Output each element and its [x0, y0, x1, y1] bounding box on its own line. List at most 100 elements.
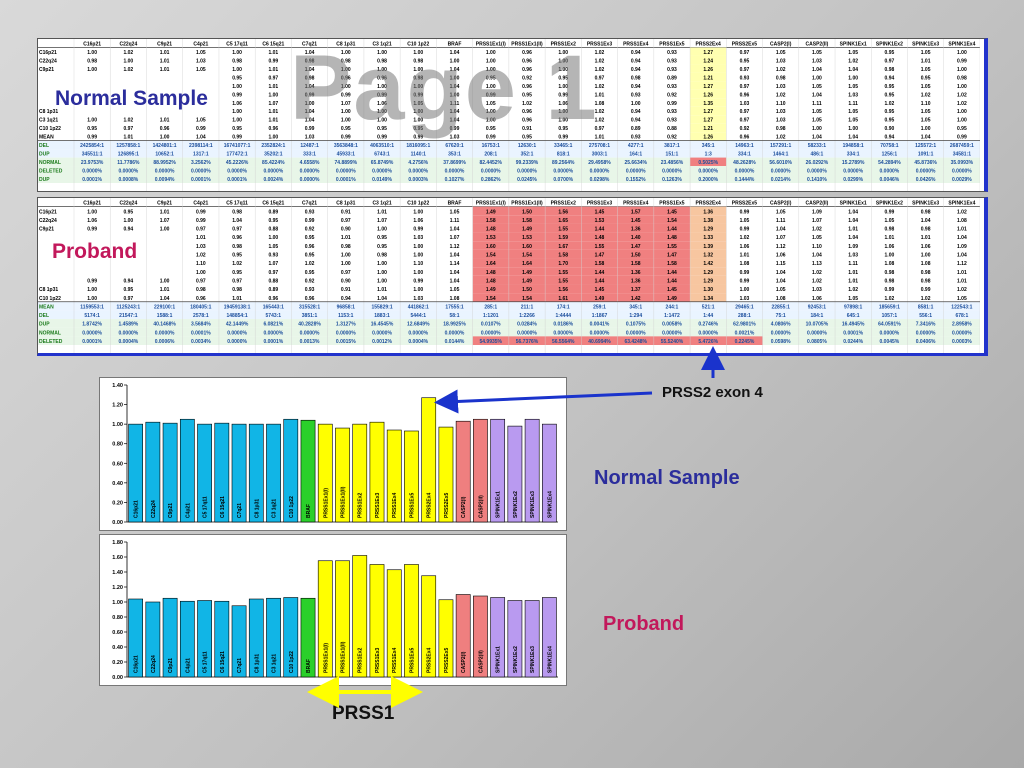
table-cell: 0.96	[522, 50, 532, 56]
column-header: C9p21	[157, 201, 172, 207]
table-cell: 0.98	[341, 58, 351, 64]
table-cell: 0.98	[232, 58, 242, 64]
table-cell: 0.2862%	[481, 177, 501, 183]
table-cell: 1.06	[377, 101, 387, 107]
bar	[352, 423, 368, 523]
table-cell: 0.0000%	[626, 169, 646, 175]
y-tick-label: 0.40	[112, 481, 123, 487]
table-cell: 0.94	[631, 109, 641, 115]
table-cell: 0.93	[740, 75, 750, 81]
table-cell: 0.98	[885, 67, 895, 73]
table-cell: 0.0058%	[662, 322, 682, 328]
highlight-cell	[508, 293, 546, 302]
table-cell: 1.06	[87, 218, 97, 224]
table-cell: 0.93	[667, 84, 677, 90]
table-cell: 0.94	[631, 67, 641, 73]
table-cell: 0.0000%	[408, 330, 428, 336]
table-cell: 0.95	[885, 118, 895, 124]
table-cell: 1.11	[848, 101, 858, 107]
table-cell: 1.01	[268, 109, 278, 115]
highlight-cell	[617, 267, 654, 276]
table-cell: 0.95	[740, 58, 750, 64]
column-header: PRSS1Ex1(II)	[511, 41, 543, 47]
table-cell: 1.08	[450, 296, 460, 302]
highlight-cell	[545, 241, 582, 250]
bar	[214, 422, 230, 523]
table-cell: 1.00	[957, 109, 967, 115]
table-cell: 0.94	[341, 296, 351, 302]
table-cell: 0.0000%	[191, 169, 211, 175]
table-cell: 3.5684%	[191, 322, 211, 328]
table-cell: 288:1	[738, 313, 751, 319]
table-cell: 1.03	[413, 296, 423, 302]
table-cell: 1.00	[377, 118, 387, 124]
table-cell: 1.02	[595, 84, 605, 90]
table-cell: 1.04	[776, 227, 786, 233]
table-cell: 1.29	[703, 278, 713, 284]
table-cell: 1.00	[413, 209, 423, 215]
table-cell: 14963:1	[735, 143, 754, 149]
table-cell: 0.0214%	[771, 177, 791, 183]
column-header: SPINK1Ex3	[912, 41, 939, 47]
table-cell: 1.06	[740, 244, 750, 250]
table-cell: 0.90	[341, 227, 351, 233]
highlight-cell	[617, 232, 654, 242]
table-cell: 0.0000%	[336, 169, 356, 175]
table-cell: 12487:1	[300, 143, 319, 149]
table-cell: 0.95	[486, 75, 496, 81]
table-cell: 0.0000%	[481, 169, 501, 175]
table-cell: 1.55	[558, 227, 568, 233]
highlight-cell	[581, 267, 618, 276]
bar-category-label: PRSS1Ex1(I)	[323, 488, 329, 518]
arrow-to-prss2-exon4-bar	[434, 389, 653, 414]
table-cell: 0.0000%	[481, 330, 501, 336]
table-cell: 2578:1	[193, 313, 209, 319]
table-cell: 155829:1	[371, 304, 392, 310]
table-cell: 174:1	[557, 304, 570, 310]
table-cell: 1.00	[957, 84, 967, 90]
highlight-cell	[508, 284, 546, 294]
table-cell: 1.04	[196, 135, 206, 141]
table-cell: 1.02	[123, 50, 133, 56]
table-cell: 1.58	[595, 261, 605, 267]
table-cell: 334:1	[738, 152, 751, 158]
bar-category-label: PRSS2Ex5	[444, 492, 450, 518]
highlight-cell	[508, 275, 546, 285]
table-cell: 0.89	[268, 209, 278, 215]
table-cell: 1.01	[848, 278, 858, 284]
table-cell: 0.97	[268, 270, 278, 276]
table-cell: 244:1	[666, 304, 679, 310]
highlight-cell	[690, 64, 727, 73]
table-cell: 1.00	[341, 67, 351, 73]
table-cell: 0.98	[232, 209, 242, 215]
bar-category-label: SPINK1Ex2	[513, 646, 519, 673]
highlight-cell	[545, 258, 582, 268]
table-cell: 0.95	[377, 244, 387, 250]
table-cell: 1.00	[268, 92, 278, 98]
table-cell: 0.95	[921, 75, 931, 81]
table-cell: 0.96	[160, 126, 170, 132]
table-cell: 0.95	[413, 126, 423, 132]
table-cell: 1.02	[522, 101, 532, 107]
column-header: C22q24	[119, 41, 137, 47]
highlight-cell	[581, 223, 618, 233]
bar-category-label: C22q24	[151, 500, 157, 518]
table-cell: 1.00	[486, 67, 496, 73]
table-cell: 0.0094%	[155, 177, 175, 183]
highlight-cell	[545, 275, 582, 285]
table-cell: 0.95	[123, 209, 133, 215]
table-cell: 0.98	[921, 270, 931, 276]
table-cell: 1.06	[558, 101, 568, 107]
highlight-cell	[472, 249, 509, 259]
table-cell: 3817:1	[664, 143, 680, 149]
table-cell: 0.95	[123, 287, 133, 293]
table-cell: 334:1	[847, 152, 860, 158]
bar	[179, 418, 195, 523]
table-cell: 0.0426%	[916, 177, 936, 183]
highlight-cell	[581, 284, 618, 294]
bar	[162, 422, 178, 523]
table-cell: 1.01	[921, 58, 931, 64]
table-cell: 0.98	[776, 126, 786, 132]
table-cell: 0.0000%	[553, 330, 573, 336]
table-cell: 0.99	[87, 278, 97, 284]
